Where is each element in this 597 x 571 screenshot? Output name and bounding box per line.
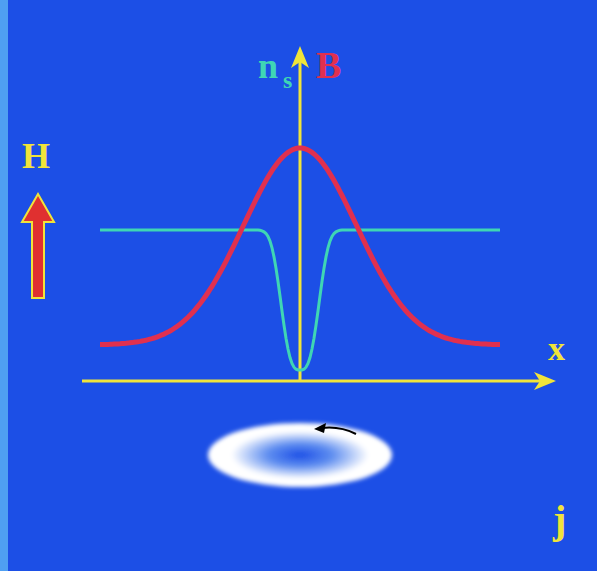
current-arrow: [322, 428, 356, 434]
field-b-label: B: [316, 46, 341, 84]
ns-curve: [100, 230, 500, 370]
density-label: n: [258, 48, 278, 84]
density-subscript: s: [283, 68, 292, 92]
x-axis: [82, 380, 540, 383]
edge-strip: [0, 0, 8, 571]
x-axis-head: [534, 372, 556, 390]
axis-label: x: [548, 332, 565, 366]
y-axis: [299, 62, 302, 381]
current-label: j: [553, 500, 566, 540]
current-arrow-head: [314, 423, 326, 433]
field-label: H: [22, 138, 50, 174]
y-axis-head: [291, 46, 309, 68]
field-arrow: [22, 194, 54, 298]
b-curve: [100, 148, 500, 345]
current-ellipse: [208, 423, 392, 487]
